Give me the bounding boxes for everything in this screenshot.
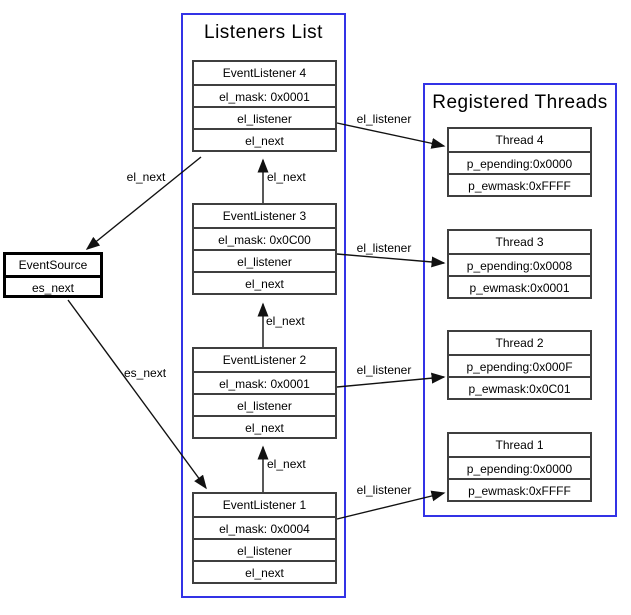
event-listener-3-el-mask: el_mask: 0x0C00 (194, 227, 335, 249)
thread-3-title: Thread 3 (495, 235, 544, 249)
event-listener-1-el-mask: el_mask: 0x0004 (194, 516, 335, 538)
registered-threads-title: Registered Threads (432, 92, 608, 113)
thread-4-title: Thread 4 (495, 133, 544, 147)
edge-label-el-next-el2-to-el3: el_next (266, 314, 305, 328)
listeners-list-title: Listeners List (204, 22, 323, 43)
thread-3-p-ewmask: p_ewmask:0x0001 (449, 275, 590, 297)
event-listener-4-box: EventListener 4 el_mask: 0x0001 el_liste… (192, 60, 337, 152)
event-listener-2-title: EventListener 2 (222, 353, 307, 367)
thread-2-p-ewmask: p_ewmask:0x0C01 (449, 376, 590, 398)
event-source-box: EventSource es_next (3, 252, 103, 298)
event-listener-2-el-next: el_next (194, 415, 335, 437)
event-source-title: EventSource (18, 258, 88, 272)
event-listener-3-box: EventListener 3 el_mask: 0x0C00 el_liste… (192, 203, 337, 295)
thread-4-box: Thread 4 p_epending:0x0000 p_ewmask:0xFF… (447, 127, 592, 197)
thread-2-box: Thread 2 p_epending:0x000F p_ewmask:0x0C… (447, 330, 592, 400)
event-listener-2-box: EventListener 2 el_mask: 0x0001 el_liste… (192, 347, 337, 439)
edge-label-el-listener-thread3: el_listener (356, 241, 412, 255)
event-listener-3-title: EventListener 3 (222, 209, 307, 223)
thread-4-p-epending: p_epending:0x0000 (449, 151, 590, 173)
edge-label-el-listener-thread1: el_listener (356, 483, 412, 497)
event-listener-1-title: EventListener 1 (222, 498, 307, 512)
edge-label-el-listener-thread4: el_listener (356, 112, 412, 126)
event-listener-1-el-listener: el_listener (194, 538, 335, 560)
thread-1-box: Thread 1 p_epending:0x0000 p_ewmask:0xFF… (447, 432, 592, 502)
thread-4-p-ewmask: p_ewmask:0xFFFF (449, 173, 590, 195)
thread-3-box: Thread 3 p_epending:0x0008 p_ewmask:0x00… (447, 229, 592, 299)
thread-1-title: Thread 1 (495, 438, 544, 452)
thread-3-p-epending: p_epending:0x0008 (449, 253, 590, 275)
thread-2-p-epending: p_epending:0x000F (449, 354, 590, 376)
event-listener-2-el-listener: el_listener (194, 393, 335, 415)
edge-label-el-next-el3-to-el4: el_next (267, 170, 306, 184)
event-source-es-next-field: es_next (6, 275, 100, 295)
event-listener-4-el-mask: el_mask: 0x0001 (194, 84, 335, 106)
event-listener-4-title: EventListener 4 (222, 66, 307, 80)
event-listener-2-el-mask: el_mask: 0x0001 (194, 371, 335, 393)
edge-label-el-next-el4-to-eventsource: el_next (126, 170, 166, 184)
edge-label-es-next: es_next (124, 366, 167, 380)
edge-label-el-listener-thread2: el_listener (356, 363, 412, 377)
event-listener-1-box: EventListener 1 el_mask: 0x0004 el_liste… (192, 492, 337, 584)
event-listener-3-el-listener: el_listener (194, 249, 335, 271)
event-listener-4-el-listener: el_listener (194, 106, 335, 128)
edge-label-el-next-el1-to-el2: el_next (267, 457, 306, 471)
thread-2-title: Thread 2 (495, 336, 544, 350)
event-listener-3-el-next: el_next (194, 271, 335, 293)
event-listener-4-el-next: el_next (194, 128, 335, 150)
event-listener-1-el-next: el_next (194, 560, 335, 582)
registered-threads-container: Registered Threads (423, 83, 617, 517)
thread-1-p-epending: p_epending:0x0000 (449, 456, 590, 478)
thread-1-p-ewmask: p_ewmask:0xFFFF (449, 478, 590, 500)
